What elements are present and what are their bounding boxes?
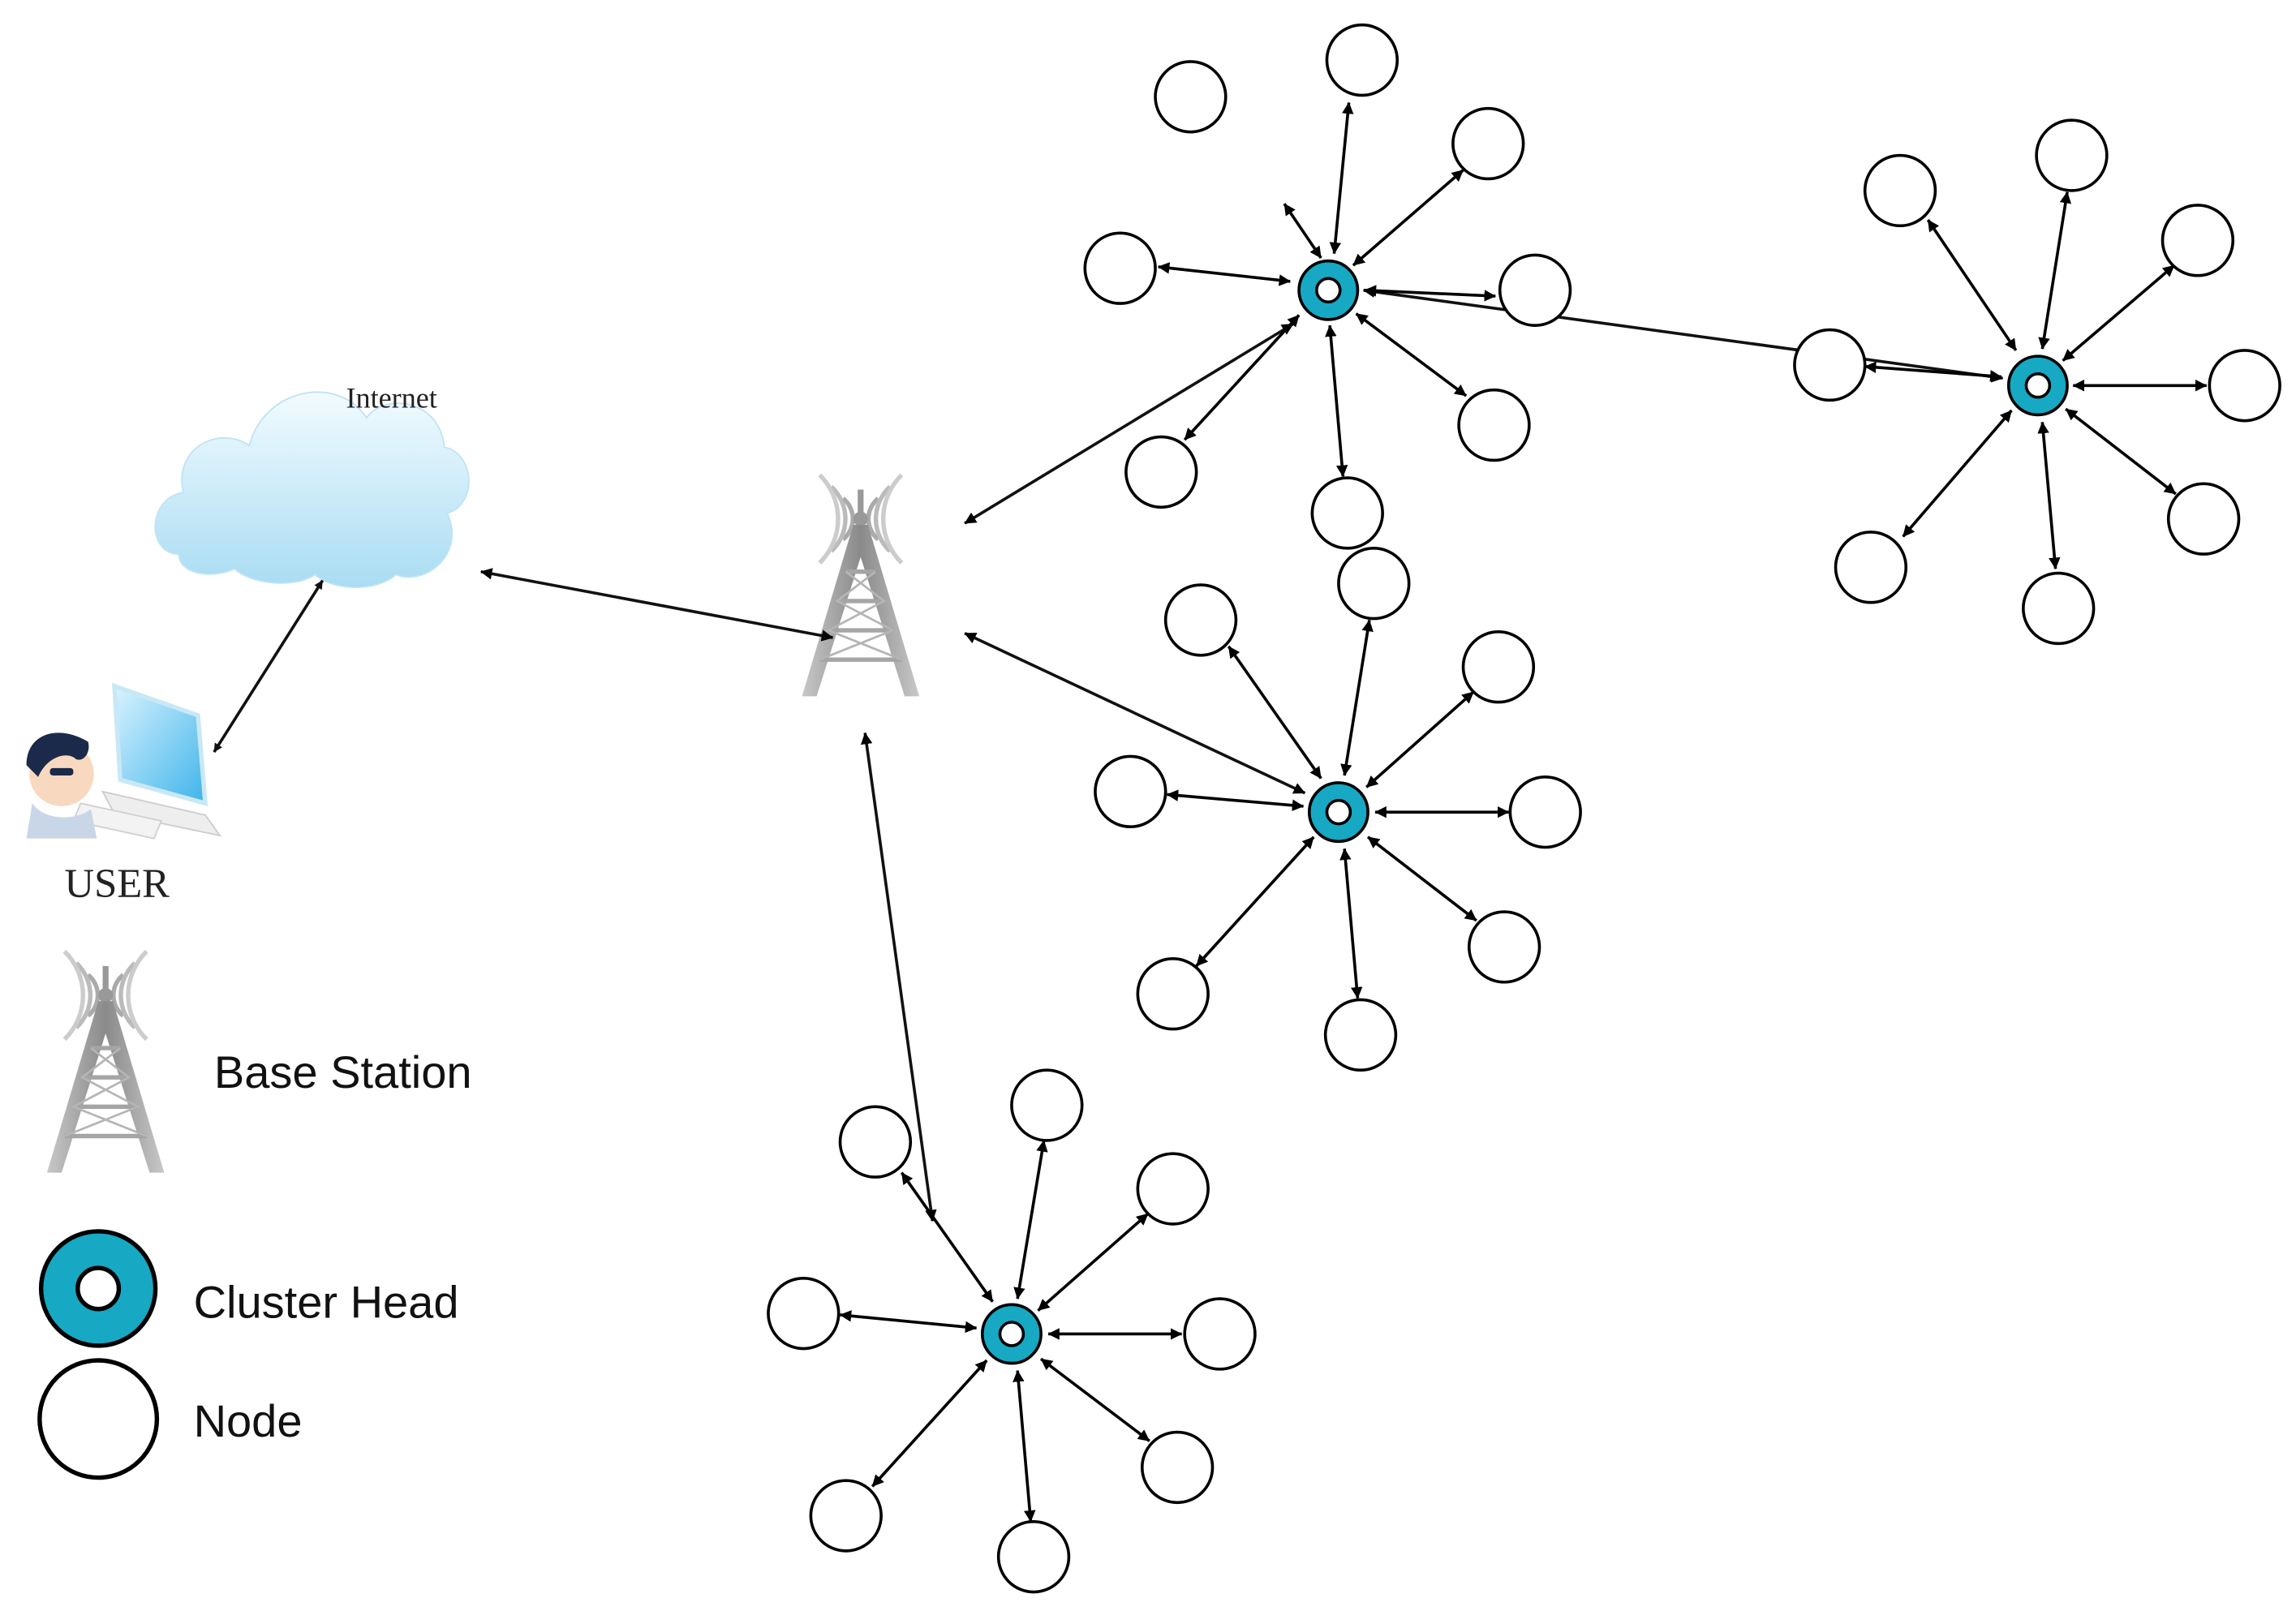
node (996, 1519, 1071, 1594)
node (1136, 957, 1210, 1031)
cluster-1 (1083, 23, 1572, 550)
internet-label: Internet (346, 381, 437, 414)
node (2208, 349, 2281, 423)
node (1498, 253, 1572, 327)
cluster-3 (1094, 547, 1582, 1072)
node (1310, 476, 1384, 550)
node (1140, 1430, 1215, 1505)
node (1863, 153, 1937, 228)
base-station-tower-icon (802, 475, 920, 696)
node (1467, 910, 1541, 984)
node (1136, 1152, 1210, 1226)
cluster-2 (1793, 118, 2281, 646)
node (1010, 1068, 1084, 1142)
node (2022, 571, 2096, 646)
legend-base-station-icon (47, 952, 165, 1173)
legend-node-label: Node (194, 1395, 303, 1446)
node (1793, 328, 1867, 402)
user-label: USER (65, 861, 170, 906)
legend: Base Station Cluster Head Node (37, 952, 472, 1480)
node (1083, 231, 1157, 305)
node (1124, 435, 1198, 509)
node (1451, 106, 1525, 181)
legend-node-icon (37, 1358, 160, 1480)
node (1461, 630, 1536, 704)
node (1834, 531, 1908, 604)
backbone-links (213, 286, 2004, 1222)
cluster-4 (767, 1068, 1257, 1594)
node (1094, 754, 1167, 829)
legend-cluster-head-label: Cluster Head (194, 1277, 459, 1328)
node (1154, 60, 1228, 134)
node (1163, 583, 1238, 657)
node (1323, 998, 1398, 1072)
node (1183, 1297, 1257, 1371)
node (838, 1105, 913, 1179)
node (1457, 388, 1531, 462)
node (2166, 482, 2241, 556)
node (2161, 204, 2235, 277)
node (2035, 118, 2109, 192)
node (1508, 775, 1582, 849)
node (1337, 547, 1411, 621)
node (809, 1479, 883, 1553)
node (767, 1276, 841, 1351)
cloud-icon (154, 391, 470, 588)
legend-base-station-label: Base Station (214, 1046, 472, 1098)
node (1325, 23, 1400, 97)
user-computer-icon (26, 682, 222, 840)
